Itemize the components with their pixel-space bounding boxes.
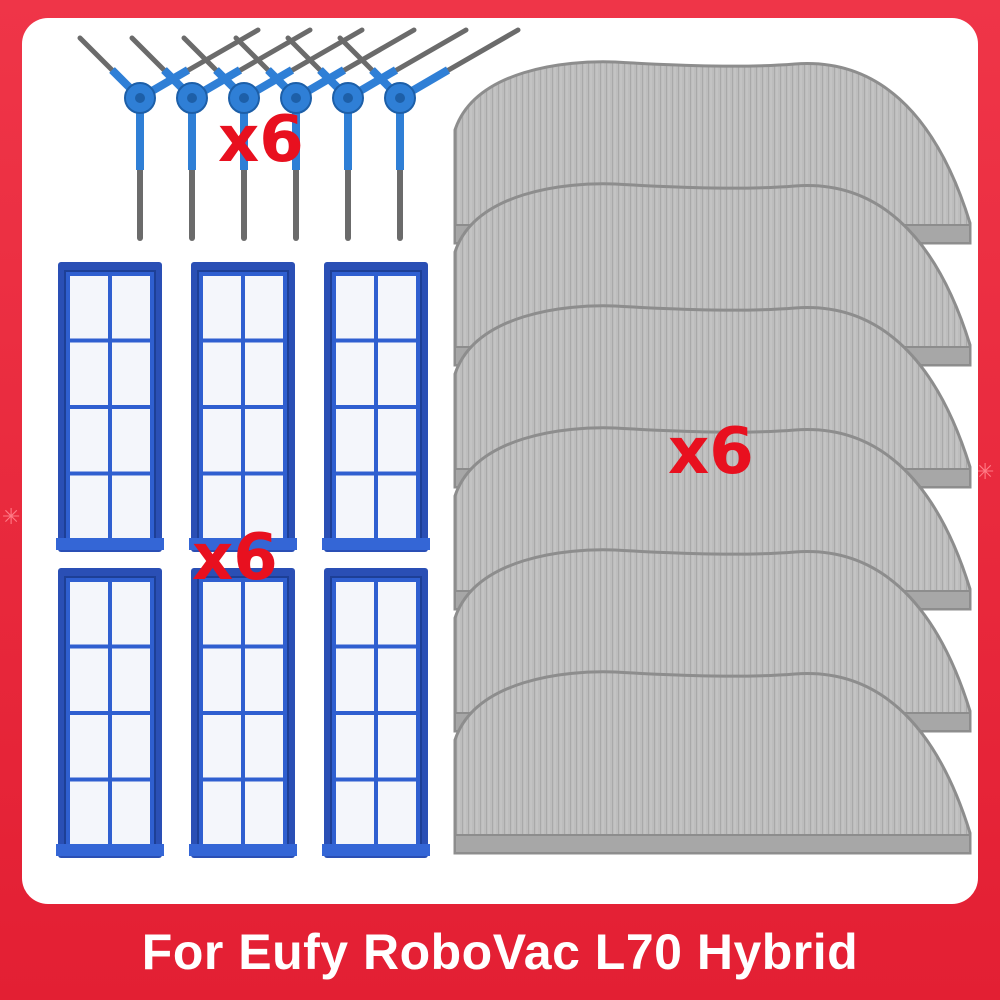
hepa-filter [189,262,297,552]
hepa-filter [56,568,164,858]
hepa-filter [322,568,430,858]
brushes-quantity-label: x6 [218,103,304,177]
side-brushes-group [77,27,521,241]
sparkle-left-decoration: ✳ [2,505,21,530]
mop-cloths-group [453,60,972,855]
side-brush [337,27,521,241]
hepa-filter [322,262,430,552]
mop-cloth [453,670,972,855]
hepa-filter [56,262,164,552]
product-title: For Eufy RoboVac L70 Hybrid [141,924,859,980]
side-brush [285,27,469,241]
side-brush [233,27,417,241]
filters-quantity-label: x6 [192,521,278,595]
hepa-filters-group [56,262,430,858]
hepa-filter [189,568,297,858]
title-bar: For Eufy RoboVac L70 Hybrid [0,904,1000,1000]
sparkle-right-decoration: ✳ [976,460,995,485]
mops-quantity-label: x6 [668,415,754,489]
